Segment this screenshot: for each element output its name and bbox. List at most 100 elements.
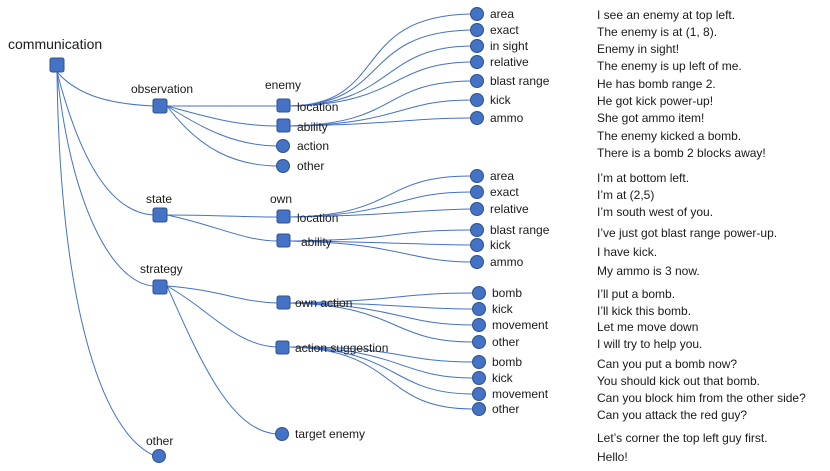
st-blast-leaf <box>470 223 484 237</box>
as-other-leaf <box>472 402 486 416</box>
example-sentence: I’m south west of you. <box>597 205 713 219</box>
example-sentence: He has bomb range 2. <box>597 77 716 91</box>
edge-obslocation-insight <box>289 45 472 107</box>
oa-movement-label: movement <box>492 318 549 332</box>
edge-obslocation-relative <box>289 61 472 107</box>
obs-other-node <box>276 159 290 173</box>
obs-relative-leaf <box>470 55 484 69</box>
example-sentence: I will try to help you. <box>597 337 702 351</box>
as-kick-label: kick <box>492 371 514 385</box>
category-label-observation: observation <box>131 82 193 96</box>
edge-suggestion-bomb <box>289 346 474 363</box>
edge-ownaction-movement <box>289 302 474 326</box>
obs-ability-label: ability <box>297 120 328 134</box>
obs-location-node <box>276 98 291 113</box>
example-sentence: Enemy in sight! <box>597 42 679 56</box>
st-ammo-leaf <box>470 255 484 269</box>
example-sentence: The enemy kicked a bomb. <box>597 129 741 143</box>
example-sentence: My ammo is 3 now. <box>597 264 700 278</box>
example-sentence: I see an enemy at top left. <box>597 8 735 22</box>
edge-root-other <box>56 71 154 456</box>
edge-ownaction-bomb <box>289 292 474 304</box>
root-node <box>49 57 65 73</box>
edge-ownlocation-relative <box>289 208 472 218</box>
strategy-node <box>152 279 168 295</box>
oa-other-label: other <box>492 335 519 349</box>
as-movement-leaf <box>472 387 486 401</box>
example-sentence: I’m at (2,5) <box>597 188 654 202</box>
as-other-label: other <box>492 402 519 416</box>
st-relative-label: relative <box>490 202 529 216</box>
category-label-state: state <box>146 192 172 206</box>
example-sentence: Let me move down <box>597 320 698 334</box>
example-sentence: Let’s corner the top left guy first. <box>597 431 768 445</box>
edge-ownability-kick <box>289 240 472 246</box>
st-blast-label: blast range <box>490 223 550 237</box>
obs-blast-leaf <box>470 74 484 88</box>
edge-observation-ability <box>166 105 278 127</box>
obs-kick-leaf <box>470 93 484 107</box>
edge-observation-action <box>166 105 277 147</box>
oa-movement-leaf <box>472 318 486 332</box>
edge-state-ability <box>166 214 278 242</box>
oa-bomb-leaf <box>472 286 486 300</box>
st-area-label: area <box>490 169 514 183</box>
own-ability-node <box>276 233 291 248</box>
edge-state-location <box>166 214 278 218</box>
action-suggestion-node <box>275 340 290 355</box>
obs-ammo-label: ammo <box>490 111 524 125</box>
edge-observation-other <box>166 105 277 167</box>
obs-kick-label: kick <box>490 93 512 107</box>
oa-kick-leaf <box>472 302 486 316</box>
example-sentence: I’ve just got blast range power-up. <box>597 226 777 240</box>
edge-strategy-target <box>166 285 277 435</box>
target-enemy-label: target enemy <box>295 427 365 441</box>
obs-area-label: area <box>490 7 514 21</box>
own-location-label: location <box>297 211 338 225</box>
example-sentence: Hello! <box>597 450 628 464</box>
target-enemy-node <box>275 427 289 441</box>
edge-suggestion-kick <box>289 346 474 379</box>
example-sentence: You should kick out that bomb. <box>597 374 760 388</box>
obs-other-label: other <box>297 159 324 173</box>
edge-strategy-ownaction <box>166 285 278 304</box>
st-exact-label: exact <box>490 185 519 199</box>
edge-strategy-suggestion <box>166 285 277 348</box>
edge-ownability-blast <box>289 229 472 242</box>
obs-ammo-leaf <box>470 111 484 125</box>
edge-obsability-ammo <box>289 117 472 127</box>
edge-ownlocation-area <box>289 175 472 218</box>
edge-ownability-ammo <box>289 240 472 263</box>
edge-root-state <box>56 71 154 216</box>
obs-blast-label: blast range <box>490 74 550 88</box>
example-sentences: I see an enemy at top left. The enemy is… <box>597 8 806 464</box>
edge-root-observation <box>56 71 154 107</box>
own-ability-label: ability <box>301 235 332 249</box>
example-sentence: I’ll kick this bomb. <box>597 304 691 318</box>
edge-obsability-kick <box>289 99 472 127</box>
category-label-strategy: strategy <box>140 262 183 276</box>
example-sentence: She got ammo item! <box>597 111 704 125</box>
example-sentence: The enemy is up left of me. <box>597 59 742 73</box>
example-sentence: The enemy is at (1, 8). <box>597 25 717 39</box>
group-label-own: own <box>270 192 292 206</box>
own-action-label: own action <box>295 296 352 310</box>
edge-ownaction-other <box>289 302 474 343</box>
example-sentence: I have kick. <box>597 245 657 259</box>
st-ammo-label: ammo <box>490 255 524 269</box>
example-sentence: Can you attack the red guy? <box>597 408 747 422</box>
edges <box>56 13 474 456</box>
edge-suggestion-other <box>289 346 474 410</box>
oa-bomb-label: bomb <box>492 286 522 300</box>
edge-obsability-blast <box>289 80 472 127</box>
st-exact-leaf <box>470 185 484 199</box>
oa-other-leaf <box>472 335 486 349</box>
obs-area-leaf <box>470 7 484 21</box>
edge-obslocation-area <box>289 13 472 107</box>
observation-node <box>152 98 168 114</box>
state-node <box>152 207 168 223</box>
as-bomb-label: bomb <box>492 355 522 369</box>
obs-relative-label: relative <box>490 55 529 69</box>
obs-location-label: location <box>297 100 338 114</box>
